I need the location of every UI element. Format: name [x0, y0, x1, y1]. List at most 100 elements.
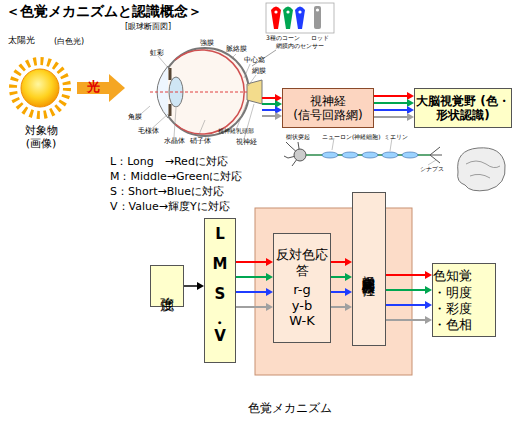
- annotation-label: ニューロン(神経細胞): [322, 134, 381, 141]
- connector-arrow: [262, 100, 282, 108]
- annotation-label: 樹状突起: [286, 134, 310, 141]
- process-box: 大脳視覚野 (色・形状認識): [414, 88, 512, 128]
- connector-arrow: [386, 286, 432, 294]
- node-text: ・明度: [433, 285, 472, 301]
- red-cone: [271, 7, 281, 30]
- connector-arrow: [331, 258, 352, 266]
- arrow-head: [425, 316, 432, 324]
- arrow-head: [425, 286, 432, 294]
- connector-line: [236, 306, 266, 308]
- green-cone: [283, 7, 293, 30]
- connector-line: [374, 102, 407, 104]
- rod: [314, 6, 321, 29]
- object-label-group: 対象物 (画像): [5, 66, 77, 150]
- node-text: 視覚空間周波数特性: [361, 265, 377, 274]
- node-text: LMS・V: [211, 225, 229, 357]
- node-text: ・彩度: [433, 301, 472, 317]
- connector-arrow: [331, 288, 352, 296]
- connector-line: [262, 103, 275, 105]
- annotation-label: S：Short→Blueに対応: [110, 186, 224, 198]
- arrow-head: [407, 92, 414, 100]
- arrow-head: [345, 303, 352, 311]
- connector-line: [386, 304, 425, 306]
- connector-arrow: [236, 258, 273, 266]
- brain-folds: [466, 161, 500, 178]
- eye-illustration: [134, 48, 262, 139]
- connector-line: [331, 261, 345, 263]
- connector-line: [236, 261, 266, 263]
- sun-rays: [13, 61, 67, 115]
- process-box: 強度: [150, 265, 184, 307]
- arrow-head: [345, 258, 352, 266]
- arrow-head: [275, 100, 282, 108]
- arrow-head: [425, 301, 432, 309]
- annotation-label: 角膜: [128, 114, 142, 122]
- node-text: y-b: [292, 298, 312, 314]
- connector-line: [77, 82, 109, 94]
- brain-outline: [458, 148, 506, 191]
- connector-arrow: [374, 113, 414, 121]
- sun-disc: [21, 69, 59, 107]
- arrow-head: [275, 106, 282, 114]
- annotation-label: シナプス: [420, 166, 444, 173]
- connector-arrow: [262, 94, 282, 102]
- arrow-head: [197, 282, 204, 290]
- connector-arrow: [236, 303, 273, 311]
- annotation-label: (白色光): [54, 38, 84, 47]
- annotation-label: V：Value→輝度Yに対応: [110, 201, 230, 213]
- connector-line: [184, 285, 197, 287]
- sun-illustration: [13, 61, 67, 115]
- connector-line: [331, 276, 345, 278]
- arrow-head: [407, 113, 414, 121]
- arrow-head: [266, 303, 273, 311]
- myelin: [342, 152, 358, 158]
- annotation-label: ミエリン: [384, 134, 408, 141]
- arrow-head: [407, 99, 414, 107]
- arrow-head: [109, 74, 125, 102]
- node-text: r-g: [293, 282, 310, 298]
- arrow-head: [275, 94, 282, 102]
- node-text: 対象物 (画像): [18, 124, 64, 150]
- node-text: 大脳視覚野 (色・形状認識): [416, 94, 510, 123]
- connector-line: [236, 276, 266, 278]
- annotation-label: 虹彩: [150, 50, 164, 58]
- connector-line: [262, 109, 275, 111]
- connector-arrow: [184, 282, 204, 290]
- connector-arrow: [386, 271, 432, 279]
- connector-arrow: [236, 273, 273, 281]
- node-text: ・色相: [433, 317, 472, 333]
- blue-cone: [295, 7, 305, 30]
- axon-terminal: [430, 147, 442, 163]
- annotation-label: 強膜: [200, 40, 214, 48]
- connector-line: [374, 95, 407, 97]
- node-text: 反対色応答: [274, 247, 330, 278]
- visual-axis: [150, 92, 247, 93]
- annotation-label: 中心窩: [244, 57, 265, 65]
- arrow-head: [275, 112, 282, 120]
- connector-arrow: [262, 106, 282, 114]
- connector-line: [374, 109, 407, 111]
- process-box: 色知覚・明度・彩度・色相: [432, 263, 496, 337]
- neuron-illustration: [284, 138, 442, 166]
- node-text: W-K: [289, 313, 315, 329]
- connector-arrow: [331, 303, 352, 311]
- process-box: 視神経 (信号回路網): [282, 88, 374, 128]
- connector-line: [331, 291, 345, 293]
- process-box: LMS・V: [204, 218, 236, 363]
- annotation-label: 視神経: [236, 139, 257, 147]
- connector-arrow: [386, 316, 432, 324]
- annotation-label: 3種のコーン: [266, 35, 300, 42]
- myelin: [362, 152, 378, 158]
- arrow-head: [345, 273, 352, 281]
- connector-line: [262, 115, 275, 117]
- annotation-label: L：Long →Redに対応: [110, 156, 228, 168]
- myelin: [382, 152, 398, 158]
- connector-line: [374, 116, 407, 118]
- cone-dot: [274, 10, 277, 13]
- node-text: 視神経 (信号回路網): [285, 94, 371, 123]
- annotation-label: 網膜: [252, 68, 266, 76]
- process-box: 視覚空間周波数特性: [352, 192, 386, 346]
- connector-arrow: [262, 112, 282, 120]
- connector-arrow: [77, 74, 125, 102]
